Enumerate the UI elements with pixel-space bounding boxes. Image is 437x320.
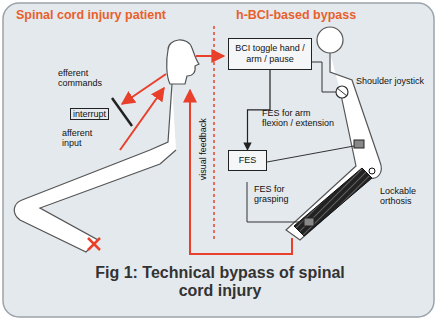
annotation-label: FES for grasping bbox=[254, 184, 304, 205]
wires bbox=[247, 62, 354, 222]
patient-figure bbox=[14, 40, 199, 252]
lockable-orthosis bbox=[294, 168, 372, 236]
annotation-label: afferent input bbox=[62, 128, 110, 149]
annotation-label: interrupt bbox=[70, 108, 109, 120]
section-heading: Spinal cord injury patient bbox=[16, 8, 206, 22]
box-text: FES bbox=[234, 155, 261, 166]
electrode-arm bbox=[354, 140, 364, 148]
annotation-label: Lockable orthosis bbox=[380, 186, 432, 207]
background-panel bbox=[3, 3, 434, 317]
process-box: BCI toggle hand / arm / pause bbox=[228, 38, 312, 70]
annotation-label: efferent commands bbox=[58, 68, 110, 89]
brain-signal-arrow bbox=[196, 55, 224, 57]
orthosis-joint bbox=[369, 168, 375, 174]
process-box: FES bbox=[228, 150, 267, 171]
annotation-label: visual feedback bbox=[198, 114, 208, 184]
section-heading: h-BCI-based bypass bbox=[236, 8, 416, 22]
lesion-cross bbox=[88, 238, 100, 250]
annotation-label: Shoulder joystick bbox=[356, 76, 426, 86]
box-text: BCI toggle hand / arm / pause bbox=[234, 43, 306, 65]
interrupt-bar bbox=[112, 98, 132, 126]
shoulder-joystick bbox=[336, 86, 348, 98]
electrode-grasp bbox=[304, 218, 314, 226]
efferent-arrow bbox=[122, 74, 166, 104]
annotation-label: FES for arm flexion / extension bbox=[262, 108, 338, 129]
joystick-mark bbox=[337, 88, 347, 96]
divider-line bbox=[213, 26, 215, 240]
figure-caption: Fig 1: Technical bypass of spinal cord i… bbox=[95, 264, 345, 301]
